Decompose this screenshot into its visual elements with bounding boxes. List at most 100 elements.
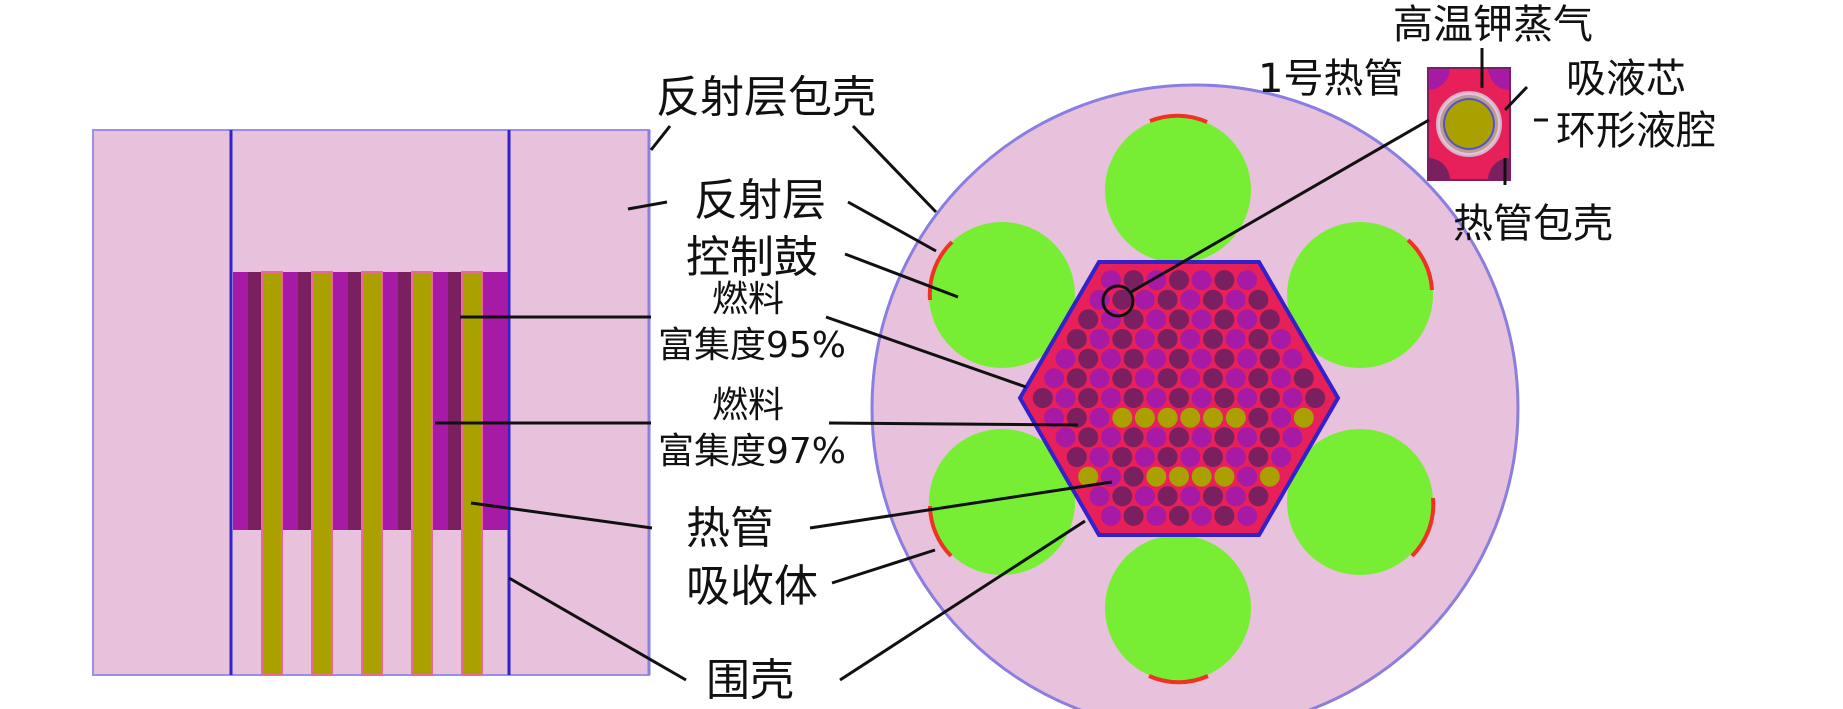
core-fuel-pellet [1112,289,1133,310]
leader-reflector-cladding [649,125,672,151]
core-fuel-pellet [1123,270,1144,291]
core-fuel-pellet [1237,388,1258,408]
leader-heat-pipe-left [470,501,653,530]
core-fuel-pellet [1157,289,1178,310]
core-fuel-pellet [1180,329,1201,349]
core-heat-pipe [1203,407,1223,428]
core-fuel-pellet [1225,289,1246,310]
core-fuel-pellet [1248,486,1269,507]
core-heat-pipe [1259,466,1280,487]
core-fuel-pellet [1123,309,1144,330]
radial-section-view [870,83,1520,709]
control-drum-upper-right [1287,222,1433,368]
core-fuel-pellet [1089,407,1110,428]
core-fuel-pellet [1282,388,1303,408]
labels: 反射层包壳 反射层 控制鼓 燃料 富集度95% 燃料 富集度97% 热管 吸收体… [656,2,1716,706]
core-fuel-pellet [1044,407,1065,428]
core-shroud [1017,260,1341,537]
leader-wick [1503,85,1529,112]
core-fuel-pellet [1203,368,1223,389]
core-fuel-pellet [1123,466,1144,487]
label-fuel-95-line1: 燃料 [712,279,784,320]
axial-heat-pipe [411,271,433,676]
core-fuel-pellet [1237,427,1258,448]
core-fuel-pellet [1169,427,1189,448]
core-fuel-pellet [1203,486,1223,507]
core-fuel-pellet [1237,466,1258,487]
core-fuel-pellet [1203,289,1223,310]
axial-heat-pipe [311,271,333,676]
core-fuel-pellet [1134,329,1155,349]
inset-fuel-pellet [1428,68,1450,90]
leader-reflector-radial [847,200,937,253]
core-fuel-pellet [1146,309,1167,330]
core-fuel-pellet [1169,388,1189,408]
core-heat-pipe [1157,407,1178,428]
leader-heat-pipe-no1 [1130,118,1430,294]
control-drum-upper-left [929,222,1075,368]
core-fuel-pellet [1191,309,1212,330]
label-control-drum: 控制鼓 [686,232,818,283]
core-fuel-pellet [1044,368,1065,389]
leader-fuel97-right [828,421,1079,427]
core-fuel-pellet [1066,407,1087,428]
core-fuel-pellet [1112,447,1133,467]
absorber-arc-lower-right [1410,497,1436,558]
inset-fuel-pellet [1428,158,1450,180]
core-fuel-pellet [1066,368,1087,389]
core-fuel-pellet [1078,348,1099,369]
core-heat-pipe [1169,466,1189,487]
label-absorber: 吸收体 [686,561,818,612]
core-heat-pipe [1225,407,1246,428]
label-wick: 吸液芯 [1566,56,1686,102]
core-fuel-pellet [1191,505,1212,526]
core-fuel-pellet [1225,368,1246,389]
leader-fuel95-right [825,315,1027,389]
core-fuel-pellet [1100,388,1121,408]
leader-reflector-left [627,200,668,211]
core-fuel-pellet [1237,270,1258,291]
core-fuel-pellet [1248,368,1269,389]
core-fuel-pellet [1089,486,1110,507]
core-fuel-pellet [1180,289,1201,310]
core-fuel-pellet [1180,486,1201,507]
inset-frame [1427,67,1511,181]
control-drum-top [1105,117,1251,263]
core-fuel-pellet [1214,388,1235,408]
core-fuel-pellet [1066,329,1087,349]
label-heat-pipe: 热管 [686,503,774,554]
core-fuel-pellet [1225,447,1246,467]
core-fuel-pellet [1100,505,1121,526]
core-fuel-pellet [1248,329,1269,349]
core-fuel-pellet [1078,427,1099,448]
core-fuel-pellet [1237,309,1258,330]
core-fuel-pellet [1112,486,1133,507]
core-fuel-pellet [1191,427,1212,448]
core-fuel-pellet [1112,368,1133,389]
heat-pipe-inset [1427,67,1511,181]
leader-reflector-cladding-radial [851,124,938,214]
core-fuel-pellet [1191,270,1212,291]
core-fuel-pellet [1203,329,1223,349]
core-fuel-pellet [1146,505,1167,526]
axial-heat-pipe [461,271,483,676]
core-fuel-pellet [1214,270,1235,291]
label-reflector: 反射层 [694,175,826,226]
control-drum-lower-left [929,429,1075,575]
core-fuel-pellet [1237,505,1258,526]
leader-absorber [831,548,936,585]
label-annular-liquid-channel: 环形液腔 [1556,108,1716,154]
core-fuel-pellet [1134,447,1155,467]
label-heat-pipe-cladding: 热管包壳 [1453,201,1613,247]
core-fuel-pellet [1123,427,1144,448]
core-fuel-pellet [1089,368,1110,389]
axial-heat-pipe [361,271,383,676]
core-fuel-pellet [1134,289,1155,310]
core-fuel-pellet [1214,505,1235,526]
core-fuel-pellet [1225,329,1246,349]
core-fuel-pellet [1089,447,1110,467]
inset-potassium-vapor [1445,100,1493,148]
core-fuel-pellet [1157,368,1178,389]
core-fuel-pellet [1066,447,1087,467]
leader-control-drum [844,252,959,299]
